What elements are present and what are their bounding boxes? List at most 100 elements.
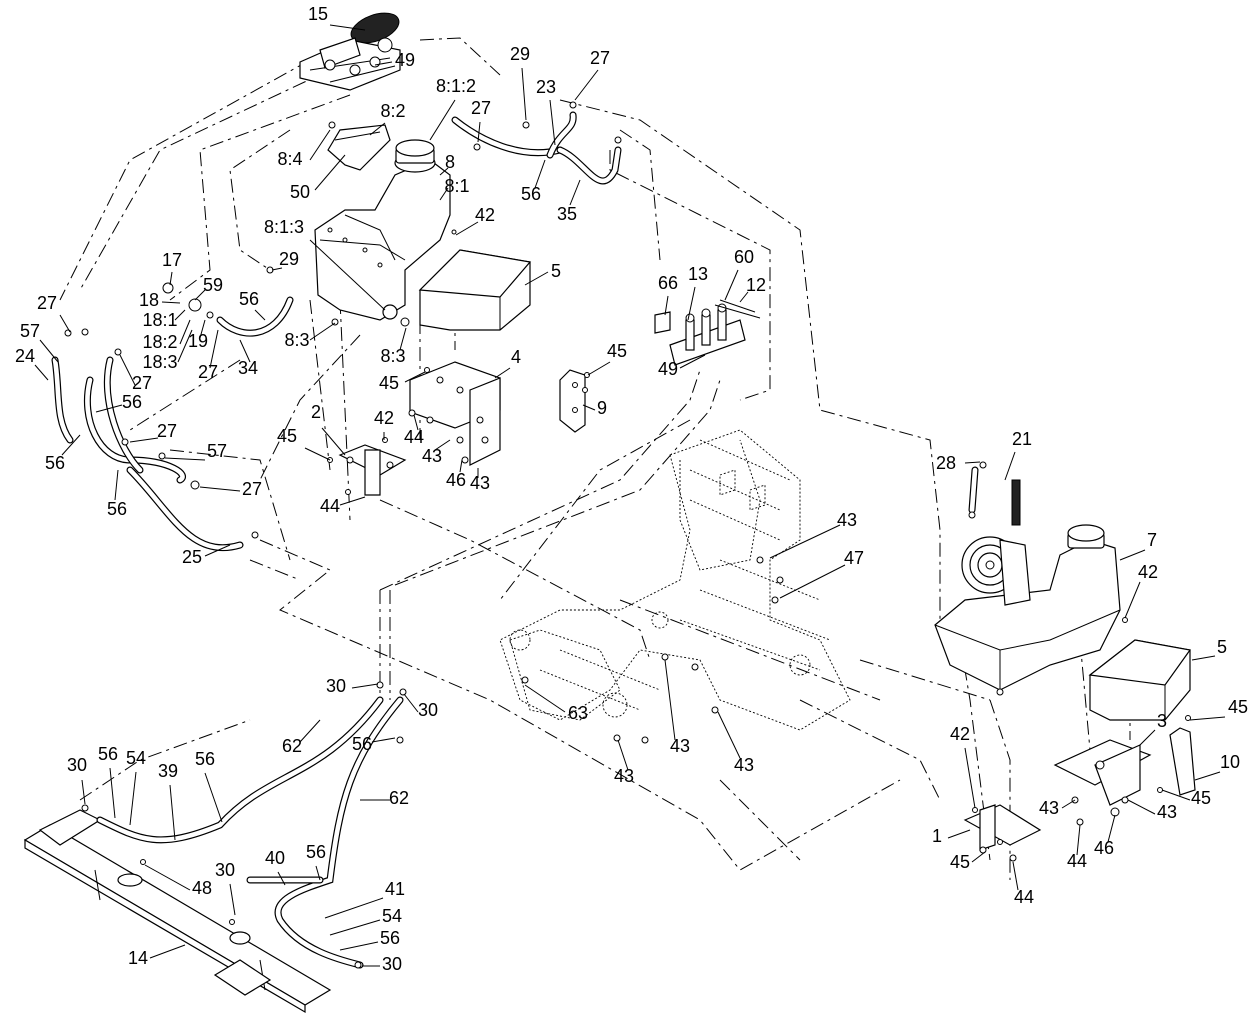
callout-label-c56c: 56 <box>122 392 142 412</box>
callout-label-c28: 28 <box>936 453 956 473</box>
callout-leader-c43a <box>434 439 451 451</box>
callout-label-c44c: 44 <box>1067 851 1087 871</box>
callout-leader-c49b <box>679 354 706 369</box>
callout-leader-c56e <box>114 469 119 501</box>
callout-label-c15: 15 <box>308 4 328 24</box>
callout-label-c54b: 54 <box>382 906 402 926</box>
callout-leader-c50 <box>314 154 346 191</box>
callout-label-c45b: 45 <box>379 373 399 393</box>
callout-label-c45d: 45 <box>1228 697 1248 717</box>
callout-label-c41: 41 <box>385 879 405 899</box>
callout-label-c44d: 44 <box>1014 887 1034 907</box>
callout-label-c54a: 54 <box>126 748 146 768</box>
callout-label-c43d: 43 <box>670 736 690 756</box>
callout-label-c56h: 56 <box>195 749 215 769</box>
callout-label-c57a: 57 <box>20 321 40 341</box>
callout-label-c49b: 49 <box>658 359 678 379</box>
callout-leader-c29a <box>521 67 527 121</box>
spray-boom-14 <box>23 809 332 1014</box>
callout-leader-c45c <box>304 447 331 461</box>
callout-label-c42a: 42 <box>475 205 495 225</box>
bracket-9 <box>559 369 586 433</box>
callout-leader-c181 <box>174 309 186 321</box>
callout-label-c27a: 27 <box>590 48 610 68</box>
callout-label-c56b: 56 <box>239 289 259 309</box>
callout-leader-c17 <box>169 271 173 286</box>
callout-label-c14: 14 <box>128 948 148 968</box>
callout-label-c35: 35 <box>557 204 577 224</box>
callout-leader-c4 <box>494 367 511 379</box>
hoses <box>51 111 979 969</box>
callout-label-c3: 3 <box>1157 711 1167 731</box>
callout-leader-c19 <box>199 319 206 339</box>
callout-label-c56d: 56 <box>45 453 65 473</box>
callout-leader-c5a <box>524 271 549 286</box>
callout-leader-c56c <box>95 404 123 413</box>
callout-label-c84: 8:4 <box>277 149 302 169</box>
callout-label-c10: 10 <box>1220 752 1240 772</box>
callout-label-c30e: 30 <box>382 954 402 974</box>
callout-leader-c56j <box>339 941 379 951</box>
callout-leader-c56b <box>254 309 266 321</box>
callout-label-c47: 47 <box>844 548 864 568</box>
callout-label-c82: 8:2 <box>380 101 405 121</box>
callout-leader-c27f <box>129 437 159 443</box>
callout-label-c56i: 56 <box>306 842 326 862</box>
callout-leader-c57b <box>164 457 206 461</box>
callout-label-c5b: 5 <box>1217 637 1227 657</box>
callout-label-c56f: 56 <box>352 734 372 754</box>
tank-bracket-50 <box>327 121 391 171</box>
callout-leader-c81 <box>439 187 449 201</box>
callout-leader-c54b <box>329 919 381 936</box>
callout-label-c21: 21 <box>1012 429 1032 449</box>
bracket-1 <box>963 804 1042 851</box>
callout-label-c83a: 8:3 <box>284 330 309 350</box>
callout-leader-c43c <box>769 524 841 559</box>
callout-label-c40: 40 <box>265 848 285 868</box>
callout-leader-c45f <box>971 851 986 863</box>
callout-label-c29b: 29 <box>279 249 299 269</box>
callout-leader-c29b <box>271 267 283 271</box>
callout-leader-c42d <box>964 747 976 809</box>
callout-leader-c56d <box>61 434 81 456</box>
callout-leader-c41 <box>324 897 384 919</box>
callout-label-c27b: 27 <box>471 98 491 118</box>
callout-leader-c28 <box>964 461 981 464</box>
callout-label-c42d: 42 <box>950 724 970 744</box>
callout-label-c25: 25 <box>182 547 202 567</box>
chassis-frame <box>499 429 851 731</box>
callout-leader-c54a <box>129 771 137 826</box>
callout-label-c39: 39 <box>158 761 178 781</box>
callout-leader-c30d <box>229 883 236 916</box>
callout-label-c48: 48 <box>192 878 212 898</box>
callout-label-c2: 2 <box>311 402 321 422</box>
callout-label-c27c: 27 <box>37 293 57 313</box>
callout-leader-c43g <box>1061 799 1076 809</box>
callout-label-c62b: 62 <box>389 788 409 808</box>
callout-leader-c13 <box>687 286 696 321</box>
callout-leader-c7 <box>1119 549 1146 561</box>
callout-leader-c34 <box>239 339 251 363</box>
callout-leader-c44c <box>1076 824 1081 856</box>
callout-leader-c44a <box>413 414 419 431</box>
callout-leader-c27b <box>477 121 481 143</box>
callout-leader-c82 <box>369 122 386 136</box>
callout-leader-c56g <box>109 767 116 819</box>
callout-leader-c40 <box>277 871 286 886</box>
callout-leader-c183 <box>177 329 193 363</box>
valve-manifold-13 <box>654 299 761 366</box>
callout-leader-c35 <box>569 179 581 206</box>
basket-5-right <box>1088 639 1192 721</box>
callout-label-c49a: 49 <box>395 50 415 70</box>
callout-label-c57b: 57 <box>207 441 227 461</box>
callout-label-c13: 13 <box>688 264 708 284</box>
callout-leader-c44b <box>339 496 366 506</box>
callout-label-c44a: 44 <box>404 427 424 447</box>
callout-label-c45c: 45 <box>277 426 297 446</box>
callout-label-c42b: 42 <box>374 408 394 428</box>
callout-label-c27g: 27 <box>242 479 262 499</box>
callout-label-c183: 18:3 <box>142 352 177 372</box>
callout-leader-c30a <box>351 683 379 689</box>
callout-label-c45e: 45 <box>1191 788 1211 808</box>
